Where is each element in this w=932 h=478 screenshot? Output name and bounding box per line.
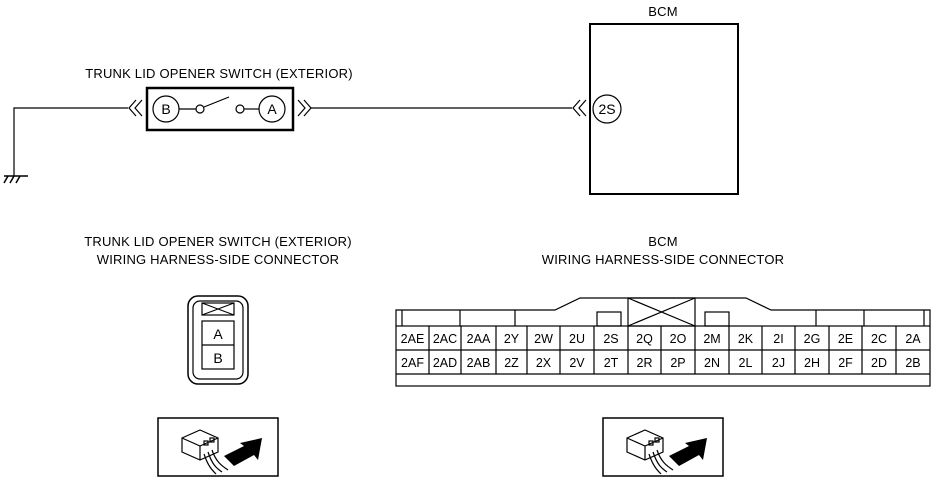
bcm-connector-pin: 2AC [433,332,457,346]
bcm-connector-pin: 2Q [636,332,653,346]
bcm-label: BCM [648,4,678,19]
bcm-connector-pin: 2Y [504,332,520,346]
bcm-connector-pin: 2V [569,356,585,370]
switch-connector-pin-b: B [213,350,222,366]
bcm-connector-pin: 2E [838,332,853,346]
bcm-terminal-label: 2S [598,101,615,117]
bcm-connector-title-line2: WIRING HARNESS-SIDE CONNECTOR [542,252,784,267]
bcm-connector-pin: 2U [569,332,585,346]
bcm-connector-pin: 2A [905,332,921,346]
switch-connector-title-line1: TRUNK LID OPENER SWITCH (EXTERIOR) [84,234,352,249]
bcm-connector-pin: 2AF [401,356,424,370]
bcm-connector-pin: 2T [604,356,619,370]
bcm-connector-pin: 2N [704,356,720,370]
bcm-connector-pin: 2K [738,332,754,346]
bcm-connector-chevron-icon [572,99,587,117]
bcm-harness-connector [395,297,931,387]
bcm-connector-pin: 2P [670,356,685,370]
bcm-connector-pin: 2O [670,332,687,346]
bcm-connector-pin: 2M [703,332,720,346]
ground-wire [13,107,128,176]
switch-connector-pin-a: A [213,326,223,342]
bcm-connector-title-line1: BCM [648,234,678,249]
terminal-a-label: A [267,101,277,117]
bcm-connector-cells: 2AE 2AC 2AA 2Y 2W 2U 2S 2Q 2O 2M 2K 2I 2G 2E 2C 2A 2AF 2A… [401,326,921,374]
bcm-connector-pin: 2I [773,332,783,346]
bcm-connector-pin: 2S [603,332,618,346]
connector-view-icon-left [157,417,279,477]
bcm-connector-pin: 2F [838,356,853,370]
bcm-connector-pin: 2L [739,356,753,370]
bcm-connector-pin: 2AE [401,332,425,346]
bcm-connector-pin: 2D [871,356,887,370]
connector-chevron-right-icon [297,99,312,117]
arrow-icon [669,438,707,466]
bcm-box [589,23,739,195]
bcm-terminal-circle [592,94,622,124]
bcm-connector-pin: 2X [536,356,552,370]
bcm-connector-pin: 2G [804,332,821,346]
bcm-connector-pin: 2R [637,356,653,370]
connector-chevron-left-icon [128,99,143,117]
bcm-connector-pin: 2Z [504,356,519,370]
connector-view-icon-right [602,417,724,477]
switch-contact-icon [179,96,259,114]
bcm-connector-pin: 2J [772,356,785,370]
switch-title: TRUNK LID OPENER SWITCH (EXTERIOR) [85,66,353,81]
bcm-connector-pin: 2B [905,356,920,370]
switch-connector-title-line2: WIRING HARNESS-SIDE CONNECTOR [97,252,339,267]
bcm-connector-pin: 2AB [467,356,491,370]
ground-icon [3,175,28,184]
bcm-connector-pin: 2AA [467,332,491,346]
bcm-connector-pin: 2H [804,356,820,370]
terminal-b-label: B [161,101,170,117]
bcm-connector-pin: 2W [534,332,553,346]
bcm-connector-pin: 2AD [433,356,457,370]
switch-box [145,86,295,132]
switch-harness-connector [187,295,249,385]
arrow-icon [224,438,262,466]
bcm-connector-pin: 2C [871,332,887,346]
